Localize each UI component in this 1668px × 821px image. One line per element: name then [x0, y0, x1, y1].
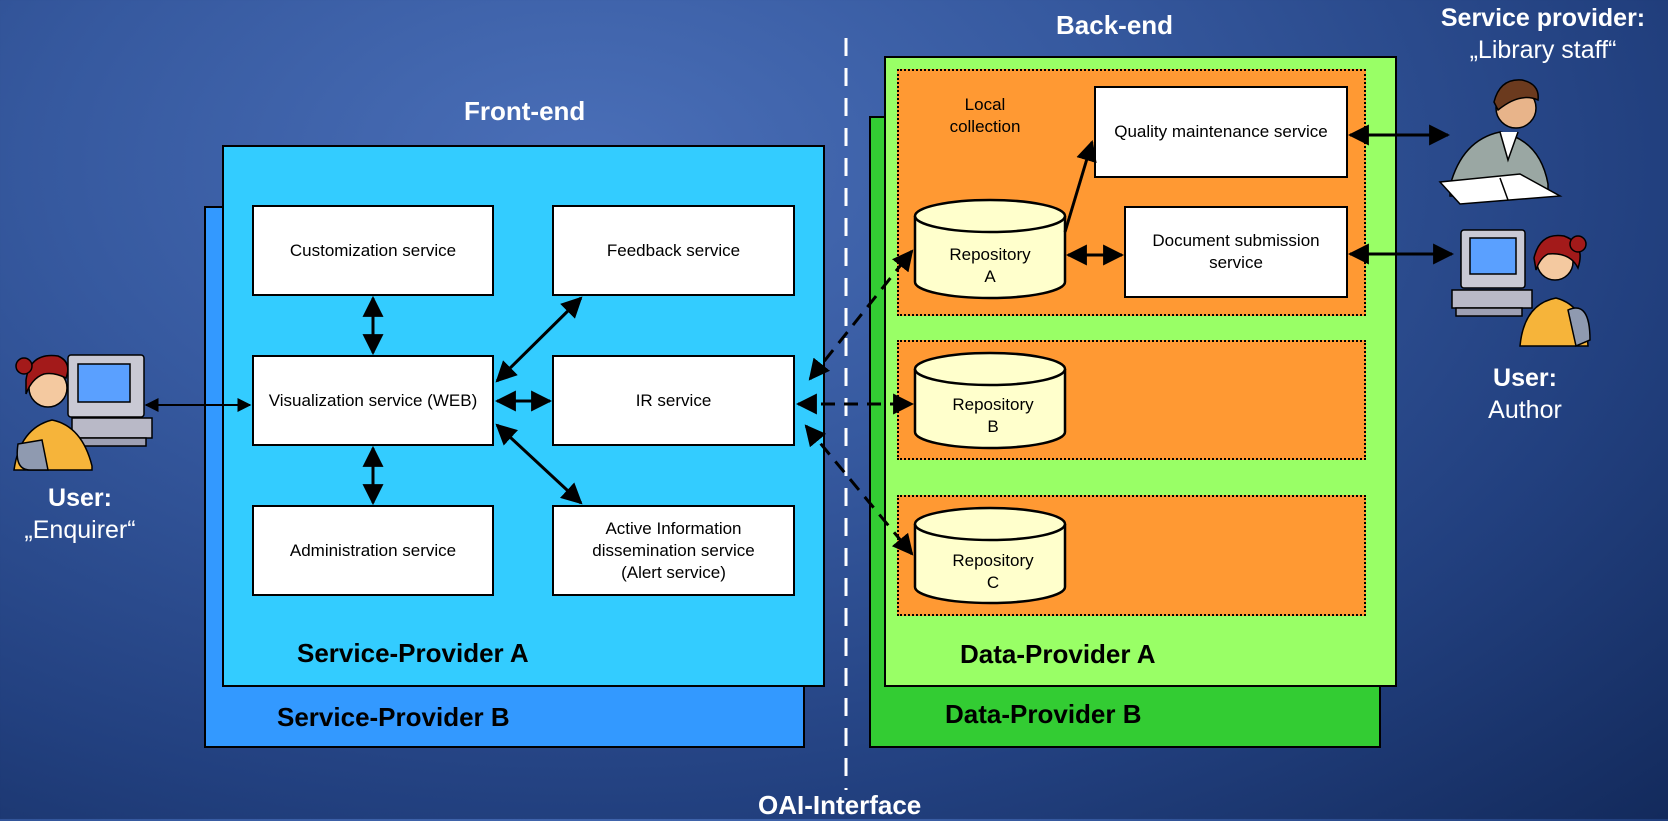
enquirer-role: User:: [48, 484, 112, 512]
repository-a-label: Repository A: [949, 245, 1031, 286]
author-figure-icon: [1451, 229, 1591, 348]
library-staff-caption: Service provider: „Library staff“: [1418, 2, 1668, 66]
enquirer-name: „Enquirer“: [24, 516, 136, 544]
repository-c-cylinder: [913, 506, 1067, 605]
local-collection-label: Local collection: [949, 95, 1021, 136]
front-end-heading: Front-end: [464, 96, 586, 126]
service-provider-a-label: Service-Provider A: [297, 638, 529, 668]
repository-a-cylinder: [913, 198, 1067, 300]
data-provider-a-label: Data-Provider A: [960, 639, 1156, 669]
oai-interface-label: OAI-Interface: [758, 790, 922, 820]
enquirer-caption: User: „Enquirer“: [0, 482, 160, 546]
administration-service: Administration service: [252, 505, 494, 596]
arrow-repository-quality: [1063, 139, 1097, 233]
alert-service: Active Information dissemination service…: [552, 505, 795, 596]
customization-service: Customization service: [252, 205, 494, 296]
library-staff-role: Service provider:: [1440, 4, 1646, 32]
visualization-service: Visualization service (WEB): [252, 355, 494, 446]
enquirer-figure-icon: [13, 354, 153, 471]
ir-service: IR service: [552, 355, 795, 446]
repository-b-label: Repository B: [952, 395, 1034, 436]
library-staff-figure-icon: [1438, 79, 1563, 205]
data-provider-b-label: Data-Provider B: [945, 699, 1142, 729]
repository-c-label: Repository C: [952, 551, 1034, 592]
arrow-visualization-alert: [495, 423, 583, 505]
arrow-visualization-feedback: [495, 296, 583, 383]
service-provider-b-label: Service-Provider B: [277, 702, 510, 732]
library-staff-name: „Library staff“: [1469, 36, 1617, 64]
author-role: User:: [1493, 364, 1557, 392]
arrow-ir-repository-c: [804, 424, 914, 556]
back-end-heading: Back-end: [1056, 10, 1174, 40]
feedback-service: Feedback service: [552, 205, 795, 296]
quality-maintenance-service: Quality maintenance service: [1094, 86, 1348, 178]
arrow-ir-repository-a: [808, 249, 914, 381]
author-name: Author: [1488, 396, 1562, 424]
repository-b-cylinder: [913, 351, 1067, 450]
document-submission-service: Document submission service: [1124, 206, 1348, 298]
author-caption: User: Author: [1455, 362, 1595, 426]
